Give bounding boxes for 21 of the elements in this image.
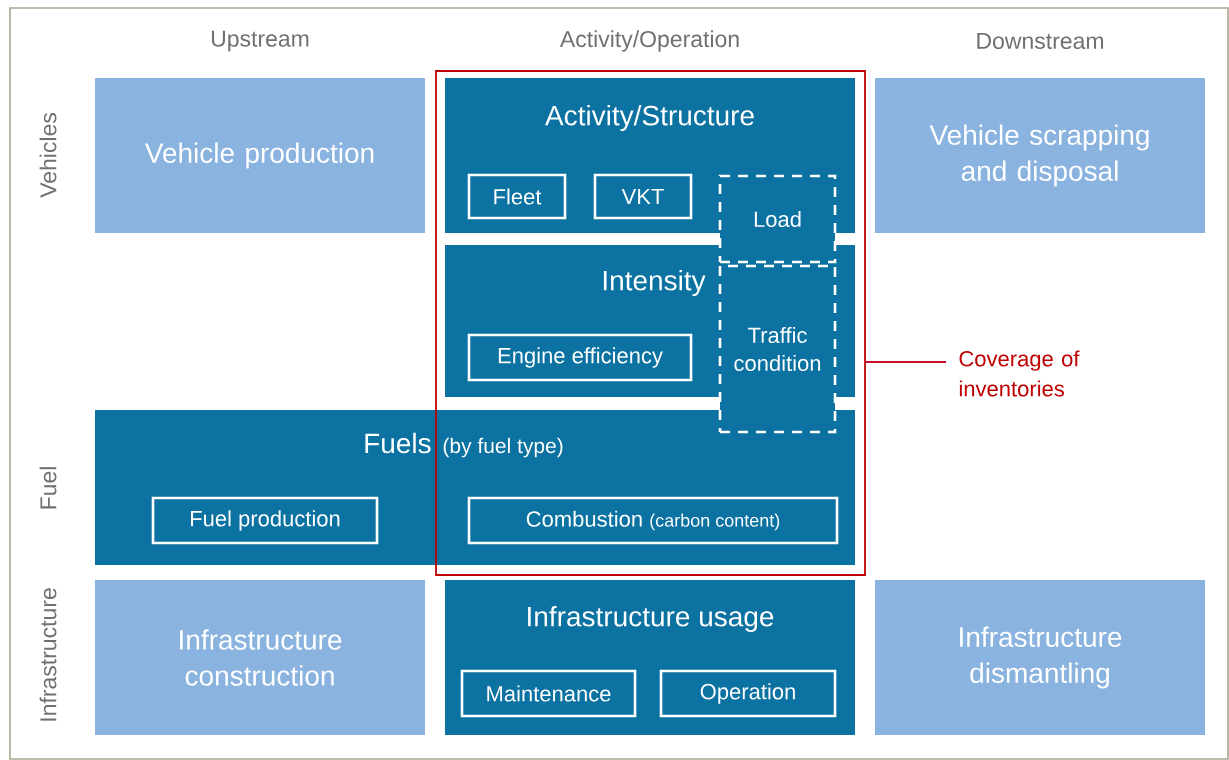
dashed-factor-box: Load <box>718 174 837 264</box>
column-heading: Activity/Operation <box>559 30 739 52</box>
factor-box: Fleet <box>467 173 567 220</box>
factor-box: Fuel production <box>151 496 379 545</box>
stage-box: Infrastructure dismantling <box>875 580 1205 735</box>
row-heading: Infrastructure <box>39 588 57 721</box>
stage-box: Infrastructure construction <box>95 580 425 735</box>
factor-box: VKT <box>593 173 693 220</box>
dashed-factor-box: Traffic condition <box>718 264 837 434</box>
stage-box: Vehicle production <box>95 78 425 233</box>
row-heading: Fuel <box>39 467 57 509</box>
factor-box: Combustion (carbon content) <box>467 496 839 545</box>
row-heading: Vehicles <box>39 113 57 198</box>
column-heading: Upstream <box>211 30 309 52</box>
coverage-label: Coverage of inventories <box>959 350 1080 397</box>
column-heading: Downstream <box>977 33 1103 49</box>
factor-box: Engine efficiency <box>467 333 693 382</box>
stage-box: Vehicle scrapping and disposal <box>875 78 1205 233</box>
factor-box: Maintenance <box>460 669 637 718</box>
factor-box: Operation <box>659 669 837 718</box>
coverage-frame <box>435 70 866 576</box>
